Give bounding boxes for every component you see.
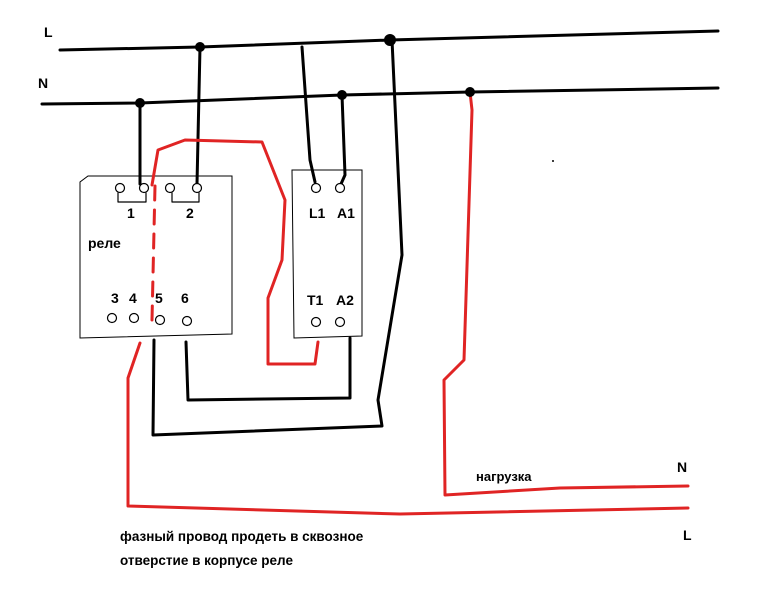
load-neutral-label: N [677, 459, 687, 475]
relay-terminal [181, 315, 193, 327]
note-line-2: отверстие в корпусе реле [120, 553, 293, 568]
wire-neutral-to-contactor-A1 [339, 93, 347, 186]
note-line-1: фазный провод продеть в сквозное [120, 529, 364, 544]
stray-mark [552, 160, 554, 162]
relay-contact-label: 6 [181, 290, 189, 306]
label-neutral-N: N [38, 75, 48, 91]
relay-bracket-1 [117, 192, 147, 203]
junction-dot [465, 87, 475, 97]
red-wire-phase-return [126, 341, 690, 516]
wire-relay-4-loop [151, 38, 404, 437]
relay-bracket-2 [171, 192, 200, 203]
red-wire-neutral-to-load [442, 90, 690, 497]
relay-terminal [114, 182, 126, 194]
contactor-label-T1: T1 [307, 292, 324, 308]
contactor-body [291, 169, 363, 339]
red-wire-relay-loop [150, 138, 320, 366]
relay-contact-label: 2 [186, 205, 194, 221]
wire-phase-to-contactor-L1 [300, 45, 317, 184]
relay-terminal [138, 182, 150, 194]
contactor-terminal [310, 182, 322, 194]
wire-phase-to-relay-2 [195, 45, 202, 186]
label-phase-L: L [44, 24, 53, 40]
wire-relay-6-loop [184, 336, 352, 402]
load-label: нагрузка [476, 469, 532, 484]
relay-terminal [164, 182, 176, 194]
contactor-label-A1: A1 [337, 205, 355, 221]
phase-line-L [58, 29, 720, 52]
junction-dot [384, 34, 396, 46]
contactor-terminal [310, 316, 322, 328]
contactor-label-A2: A2 [336, 292, 354, 308]
relay-terminal [191, 182, 203, 194]
junction-dot [135, 98, 145, 108]
relay-label: реле [88, 235, 121, 251]
relay-contact-label: 5 [155, 290, 163, 306]
load-phase-label: L [683, 527, 692, 543]
contactor-terminal [334, 316, 346, 328]
relay-contact-label: 1 [127, 205, 135, 221]
junction-dot [195, 42, 205, 52]
contactor-label-L1: L1 [309, 205, 326, 221]
relay-terminal [106, 312, 118, 324]
relay-terminal [128, 312, 140, 324]
relay-body [79, 175, 233, 339]
contactor-terminal [334, 182, 346, 194]
junction-dot [337, 90, 347, 100]
relay-contact-label: 4 [129, 290, 137, 306]
relay-terminal [154, 314, 166, 326]
relay-contact-label: 3 [111, 290, 119, 306]
